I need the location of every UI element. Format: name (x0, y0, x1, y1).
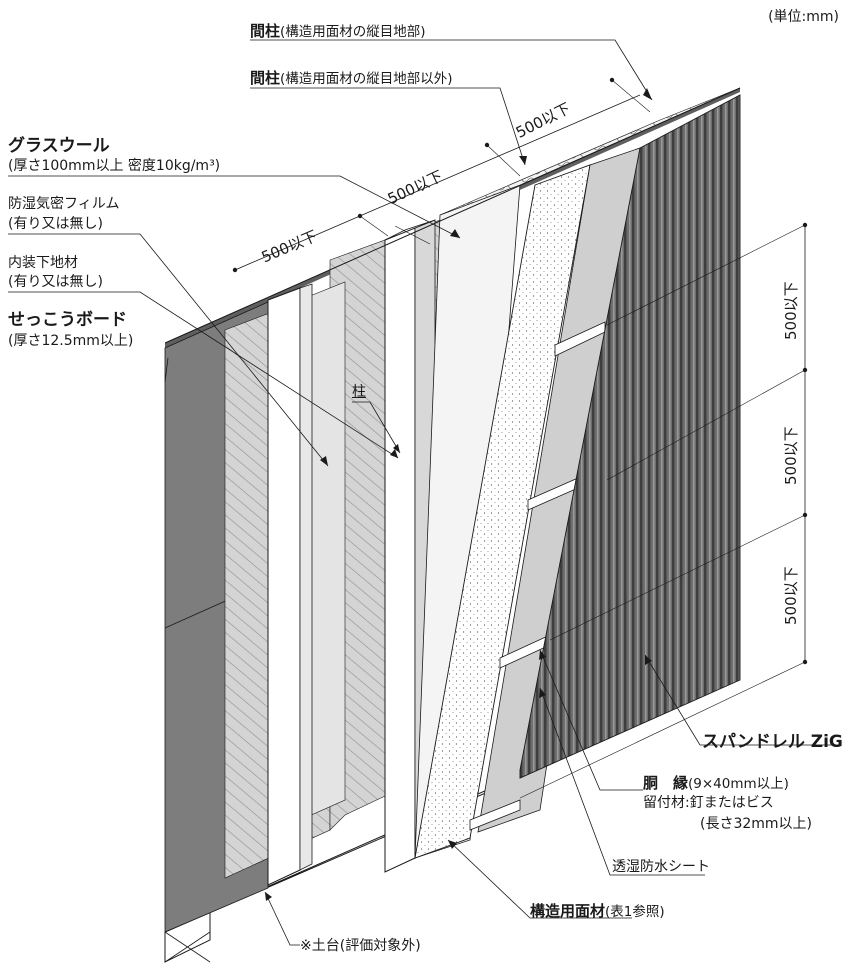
label-vapor-film-note: (有り又は無し) (8, 216, 103, 232)
leader-lines (8, 39, 838, 946)
label-stud-other: 間柱(構造用面材の縦目地部以外) (250, 69, 453, 88)
spandrel-panel (519, 94, 741, 779)
label-breathable-sheet: 透湿防水シート (612, 859, 710, 875)
dim-vertical-3: 500以下 (782, 566, 800, 625)
label-sill: ※土台(評価対象外) (300, 938, 421, 954)
label-spandrel: スパンドレル ZiG (702, 732, 843, 752)
dim-vertical-1: 500以下 (782, 281, 800, 340)
label-interior-note: (有り又は無し) (8, 274, 103, 290)
dim-vertical-2: 500以下 (782, 426, 800, 485)
glass-wool (414, 87, 741, 859)
label-gypsum: せっこうボード (8, 310, 127, 330)
label-interior: 内装下地材 (8, 255, 78, 271)
structural-panel (414, 164, 591, 859)
label-fastener: 留付材:釘またはビス (643, 795, 774, 811)
label-structural-panel: 構造用面材(表1参照) (530, 902, 665, 921)
furring-strips (469, 321, 606, 831)
label-vapor-film: 防湿気密フィルム (8, 196, 120, 212)
label-fastener-note: (長さ32mm以上) (700, 816, 813, 832)
label-furring: 胴 縁(9×40mm以上) (643, 774, 789, 793)
vertical-dimensions (519, 222, 808, 799)
label-glass-wool: グラスウール (8, 136, 110, 156)
horizontal-dimensions (232, 77, 651, 273)
label-glass-wool-note: (厚さ100mm以上 密度10kg/m³) (8, 158, 221, 174)
label-column: 柱 (352, 384, 366, 400)
studs (267, 219, 436, 886)
label-gypsum-note: (厚さ12.5mm以上) (8, 333, 134, 349)
label-stud-joint: 間柱(構造用面材の縦目地部) (250, 22, 426, 41)
leader-arrows (265, 88, 652, 901)
unit-label: (単位:mm) (768, 9, 839, 25)
